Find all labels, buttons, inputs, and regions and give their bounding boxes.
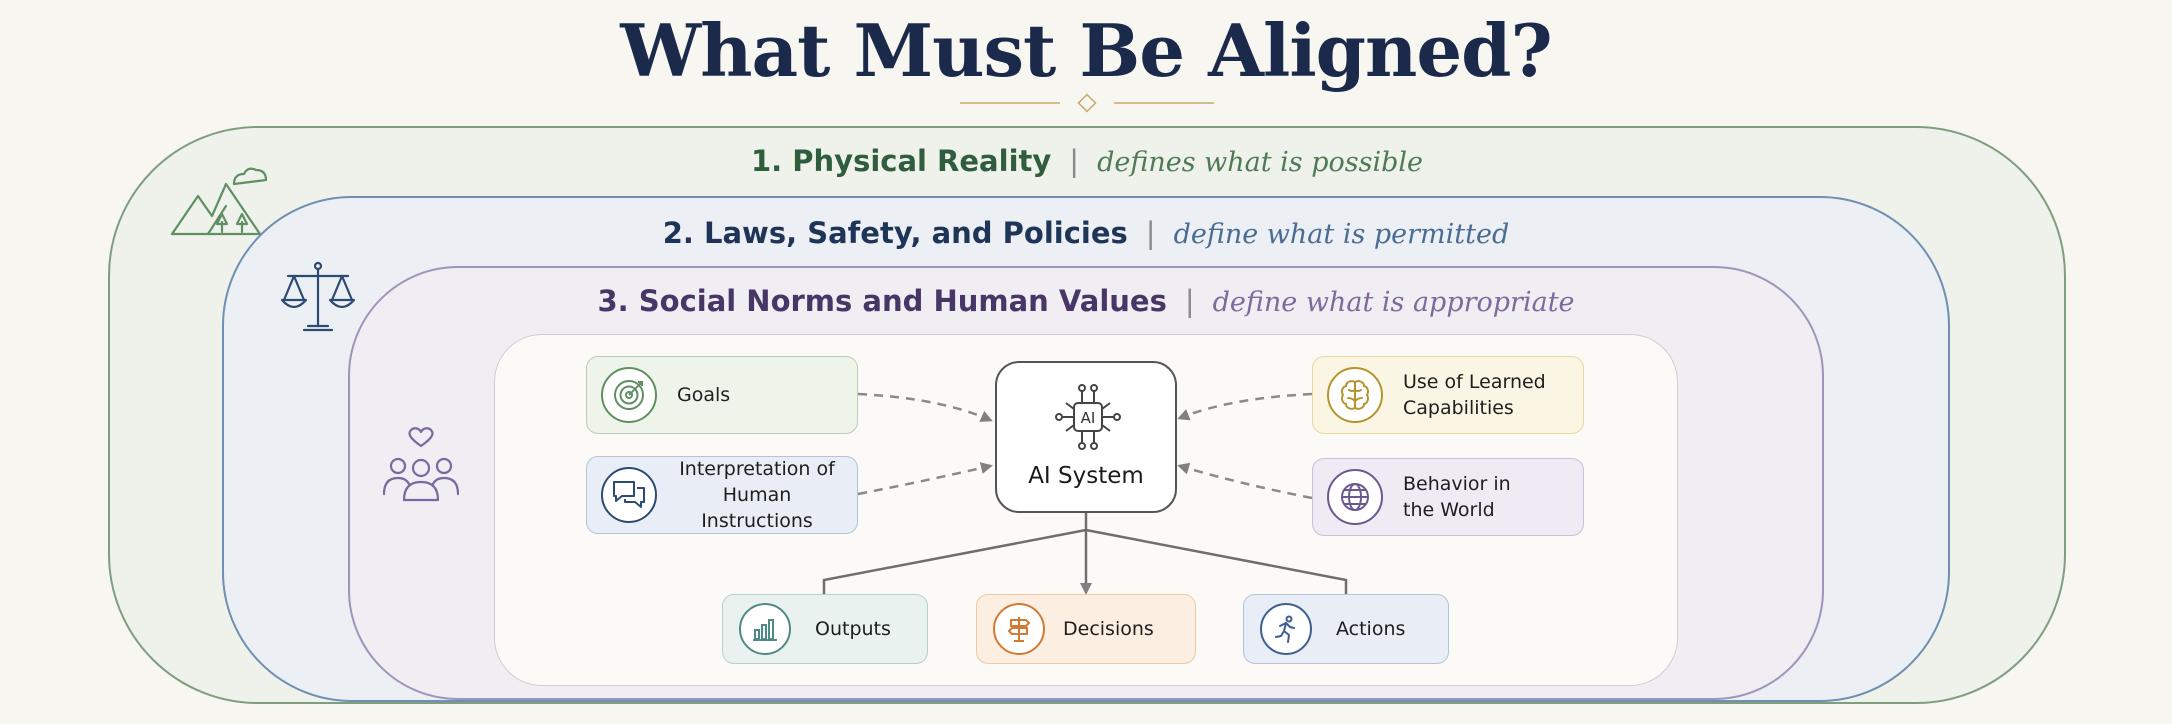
bar-chart-icon [739, 603, 791, 655]
chip-text: AI [1081, 409, 1096, 427]
input-card-behavior: Behavior in the World [1312, 458, 1584, 536]
ai-chip-icon: AI [1055, 384, 1121, 450]
mountains-icon [170, 167, 268, 236]
layer-heading: 1. Physical Reality | defines what is poss… [110, 144, 2064, 179]
card-label: Actions [1336, 618, 1406, 640]
chat-bubbles-icon [601, 467, 657, 523]
layer-description: define what is permitted [1173, 219, 1510, 250]
separator: | [1069, 144, 1080, 178]
output-card-decisions: Decisions [976, 594, 1196, 664]
output-card-outputs: Outputs [722, 594, 928, 664]
title-ornament [960, 93, 1214, 113]
layer-heading: 3. Social Norms and Human Values | define … [350, 284, 1822, 319]
output-card-actions: Actions [1243, 594, 1449, 664]
ai-system-label: AI System [1028, 463, 1144, 489]
arrow-capabilities [1177, 392, 1313, 421]
people-heart-icon [382, 427, 460, 502]
branch-outputs [822, 528, 1087, 594]
card-label: Outputs [815, 618, 891, 640]
input-card-capabilities: Use of Learned Capabilities [1312, 356, 1584, 434]
globe-icon [1327, 469, 1383, 525]
card-label: Interpretation of Human Instructions [679, 458, 835, 532]
signpost-icon [993, 603, 1045, 655]
input-card-interpretation: Interpretation of Human Instructions [586, 456, 858, 534]
running-person-icon [1260, 603, 1312, 655]
page-title: What Must Be Aligned? [620, 8, 1552, 93]
target-icon [601, 367, 657, 423]
brain-icon [1327, 367, 1383, 423]
layer-heading: 2. Laws, Safety, and Policies | define wha… [224, 216, 1948, 251]
layer-title: 3. Social Norms and Human Values [597, 284, 1167, 318]
card-label: Use of Learned Capabilities [1403, 371, 1546, 419]
card-label: Behavior in the World [1403, 473, 1511, 521]
scales-icon [280, 261, 356, 332]
layer-description: defines what is possible [1097, 147, 1424, 178]
arrow-goals [857, 392, 993, 422]
arrow-behavior [1177, 462, 1313, 500]
separator: | [1145, 216, 1156, 250]
separator: | [1184, 284, 1195, 318]
branch-actions [1085, 528, 1348, 594]
card-label: Goals [677, 384, 731, 406]
arrow-interpretation [857, 462, 993, 496]
layer-title: 2. Laws, Safety, and Policies [662, 216, 1128, 250]
ai-system-box: AI AI System [995, 361, 1177, 513]
input-card-goals: Goals [586, 356, 858, 434]
card-label: Decisions [1063, 618, 1154, 640]
layer-title: 1. Physical Reality [750, 144, 1052, 178]
layer-description: define what is appropriate [1212, 287, 1575, 318]
